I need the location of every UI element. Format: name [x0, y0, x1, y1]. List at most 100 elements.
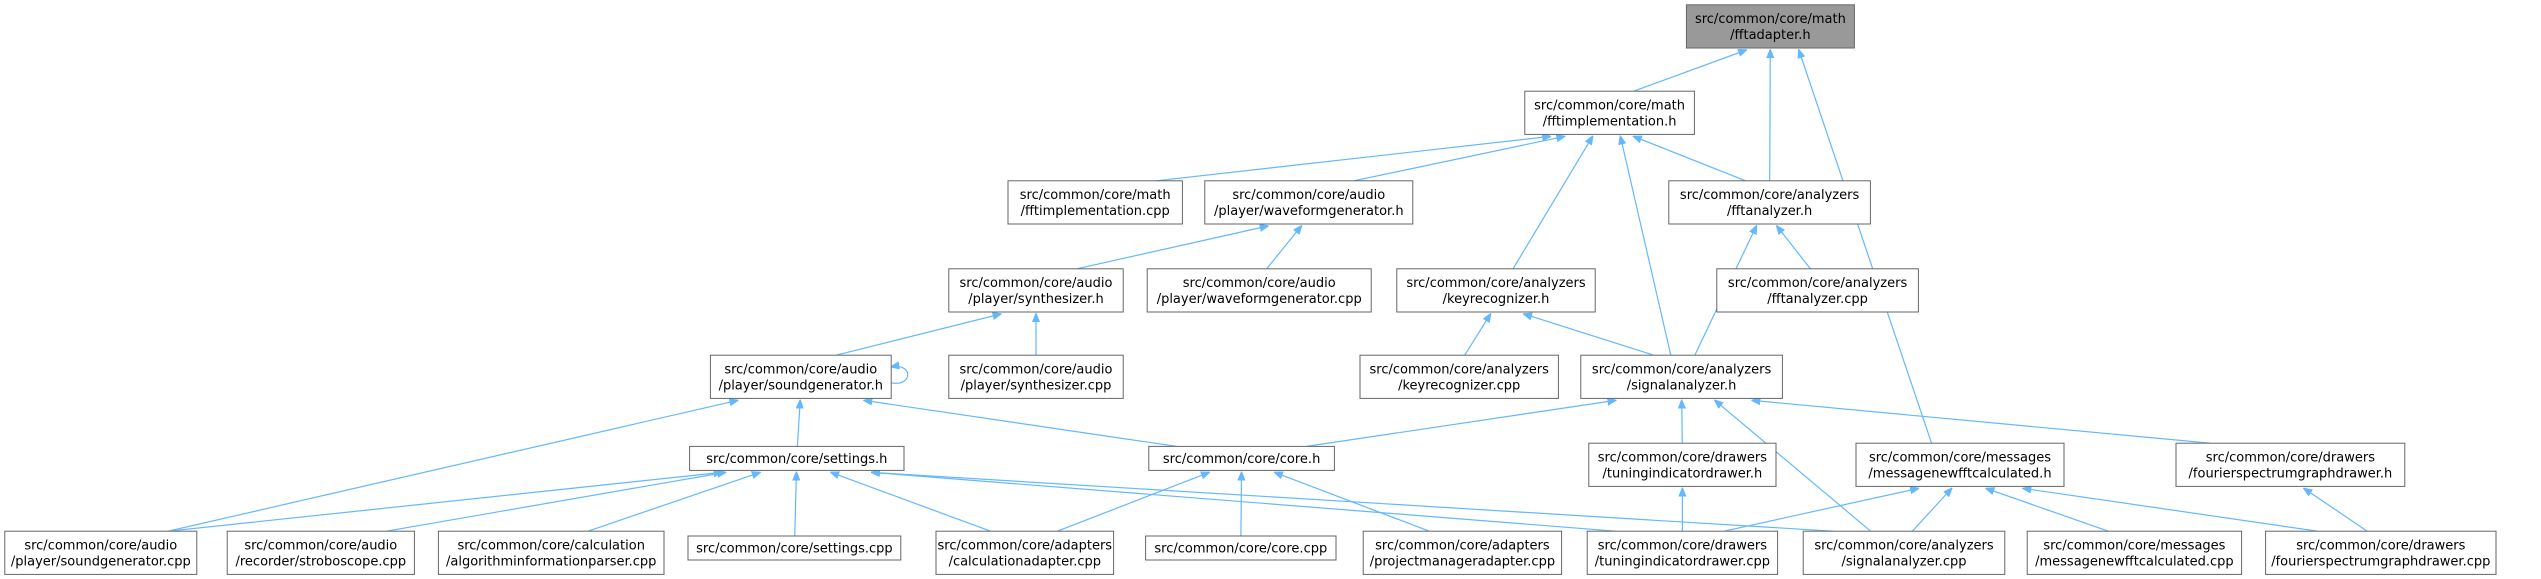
nodes-layer: src/common/core/math/fftadapter.hsrc/com… — [4, 4, 2497, 575]
node-label: /signalanalyzer.h — [1627, 378, 1737, 393]
node-label: /fftimplementation.h — [1543, 114, 1677, 129]
graph-node[interactable]: src/common/core/core.cpp — [1145, 535, 1337, 561]
node-label: src/common/core/math — [1695, 12, 1846, 27]
node-label: /tuningindicatordrawer.h — [1603, 466, 1763, 481]
node-box — [1007, 180, 1183, 225]
graph-node[interactable]: src/common/core/analyzers/keyrecognizer.… — [1396, 268, 1596, 313]
node-label: /player/synthesizer.h — [968, 292, 1103, 307]
node-label: /fftanalyzer.h — [1727, 204, 1812, 219]
graph-node[interactable]: src/common/core/drawers/tuningindicatord… — [1586, 530, 1779, 575]
dependency-edge — [795, 472, 797, 537]
graph-node[interactable]: src/common/core/analyzers/fftanalyzer.cp… — [1716, 268, 1919, 313]
graph-node[interactable]: src/common/core/math/fftimplementation.h — [1524, 90, 1695, 135]
graph-node[interactable]: src/common/core/drawers/fourierspectrumg… — [2265, 530, 2497, 575]
node-label: src/common/core/core.cpp — [1154, 542, 1327, 557]
node-label: /fftimplementation.cpp — [1021, 204, 1170, 219]
dependency-edge — [1986, 488, 2109, 532]
node-label: src/common/core/analyzers — [1728, 276, 1908, 291]
node-label: src/common/core/audio — [724, 362, 877, 377]
node-label: src/common/core/calculation — [457, 538, 645, 553]
graph-node[interactable]: src/common/core/drawers/tuningindicatord… — [1588, 442, 1777, 487]
node-label: src/common/core/math — [1534, 98, 1685, 113]
node-box — [1685, 4, 1855, 49]
dependency-edge — [167, 472, 722, 532]
node-label: /tuningindicatordrawer.cpp — [1595, 554, 1770, 569]
graph-node[interactable]: src/common/core/audio/player/soundgenera… — [709, 354, 892, 399]
graph-node[interactable]: src/common/core/messages/messagenewfftca… — [2026, 530, 2243, 575]
node-label: /fftanalyzer.cpp — [1767, 292, 1868, 307]
node-label: src/common/core/math — [1020, 188, 1171, 203]
node-label: /keyrecognizer.cpp — [1398, 378, 1520, 393]
dependency-edge — [864, 400, 1177, 447]
graph-node[interactable]: src/common/core/audio/player/soundgenera… — [4, 530, 198, 575]
graph-node[interactable]: src/common/core/analyzers/signalanalyzer… — [1580, 354, 1783, 399]
node-label: src/common/core/adapters — [938, 538, 1113, 553]
graph-node[interactable]: src/common/core/drawers/fourierspectrumg… — [2175, 442, 2406, 487]
dependency-edge — [1524, 314, 1654, 356]
dependency-edge — [1076, 226, 1268, 270]
dependency-edge — [831, 472, 991, 532]
node-box — [1668, 180, 1871, 225]
node-box — [1524, 90, 1695, 135]
graph-node[interactable]: src/common/core/analyzers/keyrecognizer.… — [1359, 354, 1559, 399]
node-box — [1362, 530, 1563, 575]
node-label: src/common/core/settings.h — [706, 452, 887, 467]
dependency-edge — [1057, 472, 1209, 532]
graph-node[interactable]: src/common/core/core.h — [1148, 445, 1335, 471]
node-box — [1855, 442, 2065, 487]
graph-node[interactable]: src/common/core/audio/player/synthesizer… — [948, 354, 1124, 399]
dependency-edge — [891, 366, 909, 384]
dependency-edge — [1306, 400, 1616, 447]
node-label: src/common/core/drawers — [1598, 538, 1767, 553]
graph-node[interactable]: src/common/core/math/fftadapter.h — [1685, 4, 1855, 49]
dependency-edge — [1682, 400, 1683, 444]
dependency-edge — [835, 314, 1001, 356]
graph-node[interactable]: src/common/core/audio/recorder/strobosco… — [226, 530, 415, 575]
node-label: src/common/core/analyzers — [1406, 276, 1586, 291]
graph-node[interactable]: src/common/core/audio/player/waveformgen… — [1204, 180, 1414, 225]
graph-node[interactable]: src/common/core/analyzers/signalanalyzer… — [1802, 530, 2006, 575]
node-label: /player/soundgenerator.h — [719, 378, 883, 393]
node-label: src/common/core/analyzers — [1592, 362, 1772, 377]
node-box — [1204, 180, 1414, 225]
node-box — [1396, 268, 1596, 313]
dependency-edge — [386, 472, 725, 532]
graph-node[interactable]: src/common/core/adapters/projectmanagera… — [1362, 530, 1563, 575]
dependency-edge — [1752, 400, 2211, 444]
node-box — [1580, 354, 1783, 399]
node-label: /fourierspectrumgraphdrawer.h — [2189, 466, 2393, 481]
node-box — [1146, 268, 1372, 313]
dependency-edge — [1620, 136, 1672, 356]
dependency-edge — [1353, 136, 1565, 182]
graph-node[interactable]: src/common/core/analyzers/fftanalyzer.h — [1668, 180, 1871, 225]
dependency-edge — [2304, 488, 2368, 532]
node-label: /player/synthesizer.cpp — [961, 378, 1112, 393]
node-label: src/common/core/audio — [960, 362, 1113, 377]
graph-node[interactable]: src/common/core/audio/player/synthesizer… — [948, 268, 1124, 313]
graph-node[interactable]: src/common/core/adapters/calculationadap… — [935, 530, 1115, 575]
node-label: /player/waveformgenerator.cpp — [1157, 292, 1362, 307]
node-label: src/common/core/analyzers — [1814, 538, 1994, 553]
dependency-edge — [1266, 226, 1302, 270]
graph-node[interactable]: src/common/core/settings.cpp — [687, 535, 902, 561]
node-box — [4, 530, 198, 575]
node-label: /player/waveformgenerator.h — [1214, 204, 1404, 219]
node-box — [1716, 268, 1919, 313]
node-label: src/common/core/audio — [1232, 188, 1385, 203]
node-box — [1802, 530, 2006, 575]
graph-node[interactable]: src/common/core/calculation/algorithminf… — [437, 530, 665, 575]
graph-node[interactable]: src/common/core/messages/messagenewfftca… — [1855, 442, 2065, 487]
node-box — [1588, 442, 1777, 487]
node-label: /fftadapter.h — [1730, 28, 1811, 43]
node-box — [1145, 535, 1337, 561]
node-box — [437, 530, 665, 575]
dependency-edge — [1723, 488, 1918, 532]
node-label: src/common/core/drawers — [2206, 450, 2375, 465]
node-label: /player/soundgenerator.cpp — [11, 554, 191, 569]
graph-node[interactable]: src/common/core/settings.h — [689, 445, 905, 471]
graph-node[interactable]: src/common/core/audio/player/waveformgen… — [1146, 268, 1372, 313]
dependency-edge — [797, 400, 800, 447]
node-label: /messagenewfftcalculated.h — [1868, 466, 2051, 481]
graph-node[interactable]: src/common/core/math/fftimplementation.c… — [1007, 180, 1183, 225]
dependency-edge — [167, 400, 738, 532]
